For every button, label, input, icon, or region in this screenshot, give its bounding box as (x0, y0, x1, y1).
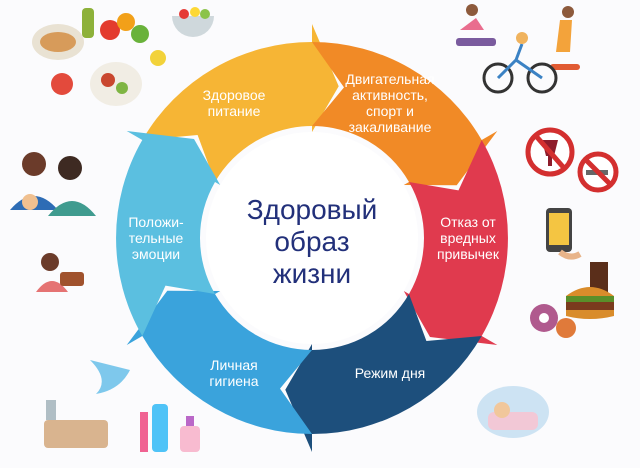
segment-label-activity-line-2: активность, (352, 87, 428, 103)
segment-emotions (116, 131, 221, 336)
segment-label-nutrition-line-1: Здоровое (203, 87, 266, 103)
salad-bowl-icon (172, 7, 214, 37)
segment-habits (403, 140, 508, 345)
segment-label-emotions-line-1: Положи- (128, 214, 184, 230)
center-title: Здоровый образ жизни (247, 194, 378, 289)
segment-label-hygiene-line-2: гигиена (209, 373, 258, 389)
center-circle (206, 132, 418, 344)
sport-icon (456, 4, 580, 94)
center-title-line-2: образ (274, 226, 349, 257)
segment-label-activity-line-3: спорт и (366, 103, 414, 119)
center-title-line-1: Здоровый (247, 194, 378, 225)
segment-nutrition (142, 24, 339, 182)
segment-label-activity-line-1: Двигательная (345, 71, 434, 87)
hygiene-items-icon (44, 360, 200, 452)
segment-label-routine-line-1: Режим дня (355, 365, 426, 381)
segment-hygiene (126, 290, 312, 434)
no-alcohol-icon (525, 127, 619, 193)
segment-label-activity-line-4: закаливание (349, 119, 432, 135)
segment-label-routine: Режим дня (355, 365, 426, 381)
center-title-line-3: жизни (273, 258, 351, 289)
family-icon (10, 152, 96, 292)
phone-icon (546, 208, 582, 260)
segment-routine (285, 294, 482, 452)
segment-label-habits-line-2: вредных (440, 230, 496, 246)
segment-activity (312, 42, 498, 186)
segment-label-emotions-line-3: эмоции (132, 246, 180, 262)
segment-label-habits-line-1: Отказ от (440, 214, 496, 230)
sleep-icon (477, 386, 549, 438)
segment-label-habits-line-3: привычек (437, 246, 500, 262)
fast-food-icon (530, 262, 614, 338)
segment-label-nutrition-line-2: питание (208, 103, 261, 119)
segment-label-hygiene-line-1: Личная (210, 357, 257, 373)
segment-label-emotions-line-2: тельные (129, 230, 184, 246)
healthy-food-icon (32, 8, 166, 106)
